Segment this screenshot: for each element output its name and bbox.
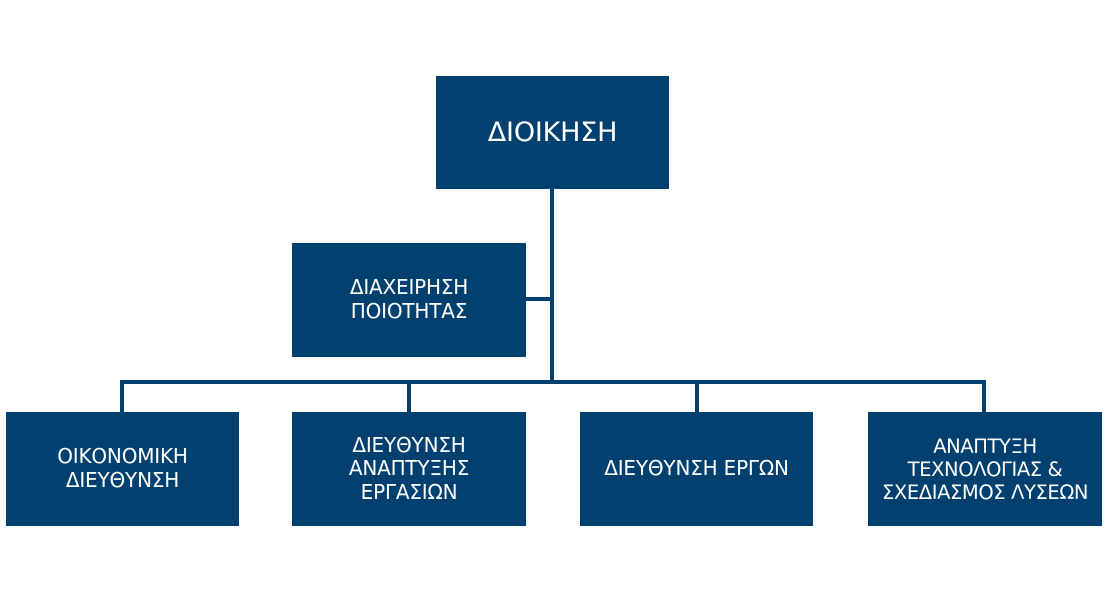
- node-administration-label: ΔΙΟΙΚΗΣΗ: [487, 116, 618, 148]
- node-quality-management: ΔΙΑΧΕΙΡΗΣΗ ΠΟΙΟΤΗΤΑΣ: [292, 243, 526, 357]
- node-financial-department-label: ΟΙΚΟΝΟΜΙΚΗ ΔΙΕΥΘΥΝΣΗ: [57, 444, 188, 492]
- node-administration: ΔΙΟΙΚΗΣΗ: [436, 76, 669, 189]
- node-projects-department-label: ΔΙΕΥΘΥΝΣΗ ΕΡΓΩΝ: [604, 456, 789, 481]
- node-financial-department: ΟΙΚΟΝΟΜΙΚΗ ΔΙΕΥΘΥΝΣΗ: [6, 412, 239, 526]
- node-quality-management-label: ΔΙΑΧΕΙΡΗΣΗ ΠΟΙΟΤΗΤΑΣ: [349, 275, 469, 323]
- node-business-development-department: ΔΙΕΥΘΥΝΣΗ ΑΝΑΠΤΥΞΗΣ ΕΡΓΑΣΙΩΝ: [292, 412, 526, 526]
- node-technology-solutions-department-label: ΑΝΑΠΤΥΞΗ ΤΕΧΝΟΛΟΓΙΑΣ & ΣΧΕΔΙΑΣΜΟΣ ΛΥΣΕΩΝ: [881, 434, 1089, 504]
- node-technology-solutions-department: ΑΝΑΠΤΥΞΗ ΤΕΧΝΟΛΟΓΙΑΣ & ΣΧΕΔΙΑΣΜΟΣ ΛΥΣΕΩΝ: [868, 412, 1102, 526]
- node-projects-department: ΔΙΕΥΘΥΝΣΗ ΕΡΓΩΝ: [580, 412, 813, 526]
- node-business-development-department-label: ΔΙΕΥΘΥΝΣΗ ΑΝΑΠΤΥΞΗΣ ΕΡΓΑΣΙΩΝ: [348, 432, 470, 504]
